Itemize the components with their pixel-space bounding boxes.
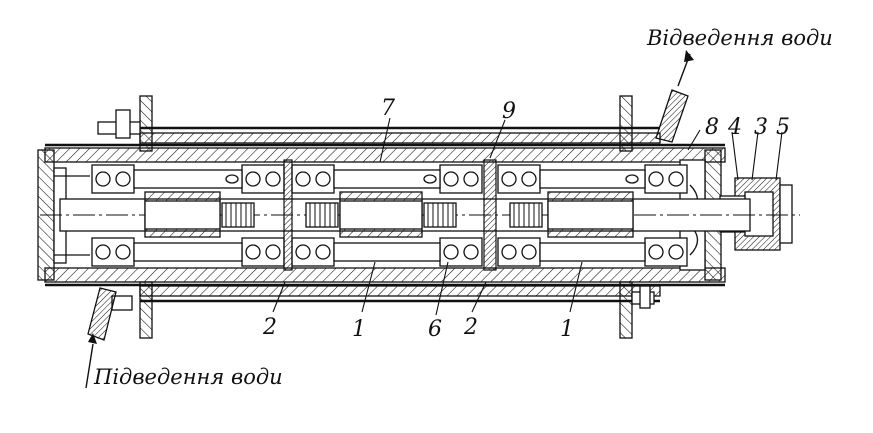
spindle-housing bbox=[44, 143, 726, 287]
leader-lines bbox=[272, 117, 783, 316]
needle-cages bbox=[221, 202, 543, 228]
right-flange bbox=[619, 95, 655, 339]
callout-7: 7 bbox=[381, 96, 395, 121]
callout-6: 6 bbox=[428, 317, 442, 342]
spacer-rings bbox=[133, 169, 646, 262]
caption-water-in: Підведення води bbox=[93, 365, 283, 389]
callout-4: 4 bbox=[727, 115, 742, 140]
callout-2-right: 2 bbox=[463, 315, 478, 340]
callout-9: 9 bbox=[502, 99, 516, 124]
water-inlet-pipe bbox=[85, 287, 117, 389]
left-flange bbox=[97, 95, 153, 339]
callout-2-left: 2 bbox=[262, 315, 277, 340]
callout-1-left: 1 bbox=[352, 317, 366, 342]
callout-8: 8 bbox=[705, 115, 719, 140]
callout-3: 3 bbox=[754, 115, 768, 140]
separator-walls bbox=[283, 159, 497, 271]
water-outlet-pipe bbox=[655, 50, 694, 143]
rotor-sleeves bbox=[144, 191, 634, 238]
callout-5: 5 bbox=[776, 115, 790, 140]
bearings-top bbox=[91, 164, 688, 194]
callout-1-right: 1 bbox=[560, 317, 574, 342]
caption-water-out: Відведення води bbox=[646, 26, 833, 50]
